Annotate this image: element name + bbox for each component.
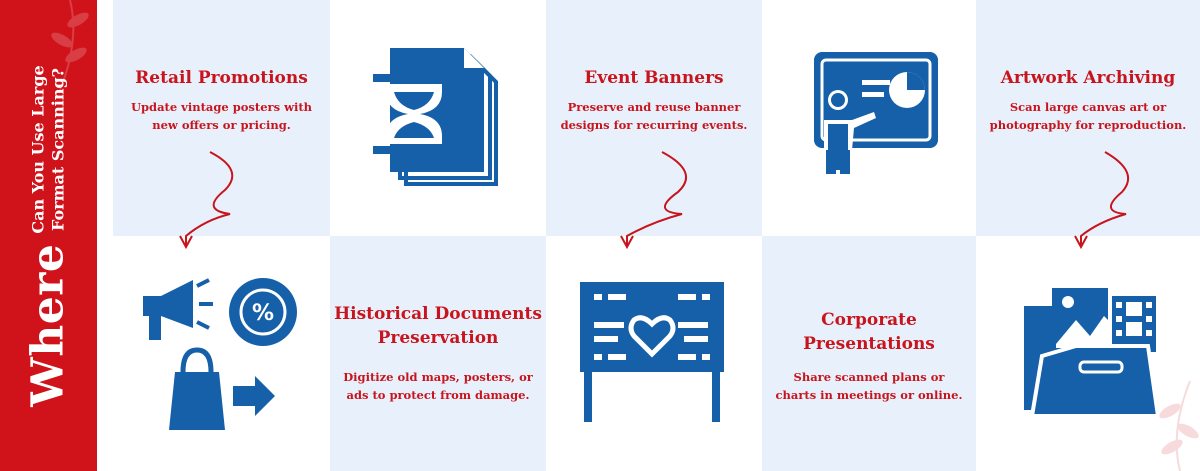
card-desc-line-2: charts in meetings or online.: [775, 388, 963, 402]
card-title-line-1: Corporate: [821, 310, 917, 330]
card-desc-line-1: Share scanned plans or: [793, 370, 945, 384]
card-artwork-archiving: Artwork Archiving Scan large canvas art …: [976, 0, 1200, 236]
sidebar-line-2: Format Scanning?: [48, 67, 67, 231]
leaf-decoration: [1159, 381, 1199, 471]
image-folder-icon: [1024, 288, 1161, 418]
sidebar-big-word: Where: [22, 243, 74, 407]
card-historical-documents: Historical Documents Preservation Digiti…: [330, 236, 546, 471]
heart-banner-icon: [580, 282, 724, 422]
card-retail-promotions: Retail Promotions Update vintage posters…: [113, 0, 330, 236]
card-desc-line-2: photography for reproduction.: [989, 118, 1187, 132]
card-documents-icon: [330, 0, 546, 236]
card-banner-icon: [546, 236, 762, 471]
card-corporate-presentations: Corporate Presentations Share scanned pl…: [762, 236, 976, 471]
card-title-line-1: Historical Documents: [334, 304, 542, 324]
card-title-line-2: Preservation: [377, 328, 499, 348]
card-desc-line-1: Update vintage posters with: [130, 100, 313, 114]
card-title: Retail Promotions: [135, 68, 308, 88]
card-presentation-icon: [762, 0, 976, 236]
sidebar: Where Can You Use Large Format Scanning?: [0, 0, 97, 471]
card-title: Event Banners: [584, 68, 724, 88]
card-title-line-2: Presentations: [803, 334, 935, 354]
shopping-promotion-icon: %: [143, 278, 297, 430]
card-desc-line-2: designs for recurring events.: [560, 118, 748, 132]
card-event-banners: Event Banners Preserve and reuse banner …: [546, 0, 762, 236]
sidebar-title: Where Can You Use Large Format Scanning?: [23, 65, 74, 406]
presentation-board-icon: [814, 52, 938, 174]
card-desc-line-2: new offers or pricing.: [152, 118, 291, 132]
sidebar-line-1: Can You Use Large: [28, 65, 47, 234]
leaf-decoration: [51, 0, 89, 91]
card-folder-icon: [976, 236, 1200, 471]
card-promotion-icon: %: [113, 236, 330, 471]
hourglass-documents-icon: [373, 48, 498, 186]
svg-text:%: %: [252, 301, 274, 326]
card-desc-line-2: ads to protect from damage.: [346, 388, 530, 402]
card-desc-line-1: Scan large canvas art or: [1009, 100, 1167, 114]
card-title: Artwork Archiving: [1000, 68, 1176, 88]
card-desc-line-1: Digitize old maps, posters, or: [343, 370, 533, 384]
card-desc-line-1: Preserve and reuse banner: [567, 100, 741, 114]
